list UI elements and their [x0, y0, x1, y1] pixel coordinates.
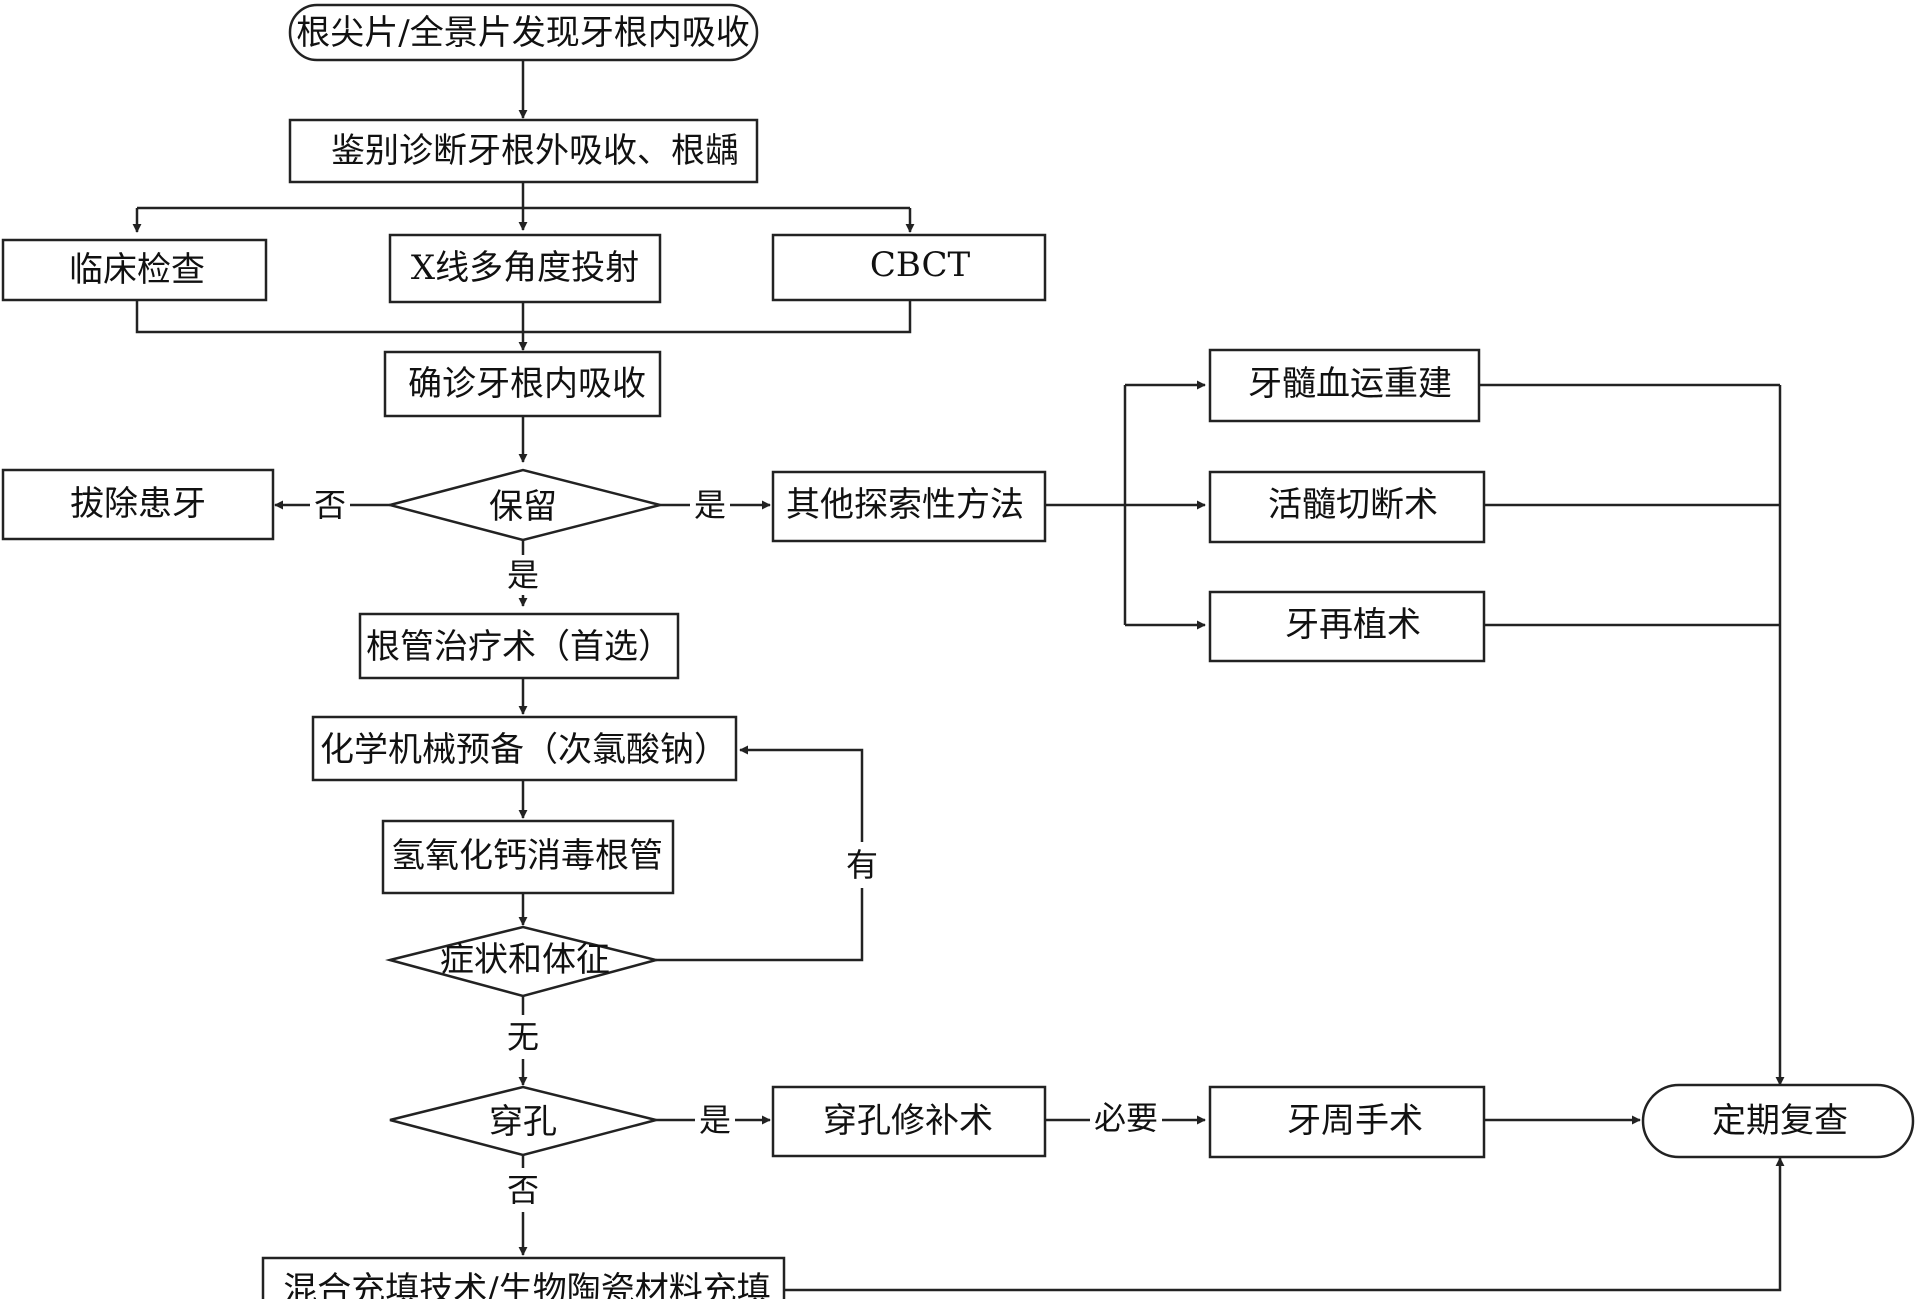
node-symptoms-decision: 症状和体征: [385, 925, 661, 998]
node-confirm-label: 确诊牙根内吸收: [408, 364, 646, 404]
edge-label-necessary: 必要: [1094, 1099, 1158, 1137]
node-xray-label: X线多角度投射: [411, 248, 639, 288]
node-perio-surgery-label: 牙周手术: [1287, 1101, 1423, 1141]
node-retain-label: 保留: [489, 487, 557, 527]
node-chemomech-label: 化学机械预备（次氯酸钠）: [320, 730, 728, 770]
node-replantation: 牙再植术: [1208, 590, 1486, 663]
node-cbct: CBCT: [771, 233, 1047, 302]
node-fill-label: 混合充填技术/生物陶瓷材料充填: [283, 1270, 770, 1299]
node-confirm: 确诊牙根内吸收: [383, 350, 662, 418]
node-perforation-repair: 穿孔修补术: [771, 1085, 1047, 1158]
edge-label-symptoms-no: 无: [507, 1018, 539, 1056]
node-differential-label: 鉴别诊断牙根外吸收、根龋: [331, 131, 739, 171]
node-pulpotomy: 活髓切断术: [1208, 470, 1486, 544]
node-xray: X线多角度投射: [388, 233, 662, 304]
node-perforation-label: 穿孔: [489, 1102, 557, 1142]
edge-label-retain-yes-right: 是: [694, 486, 726, 524]
node-clinical: 临床检查: [1, 238, 268, 302]
node-clinical-label: 临床检查: [69, 250, 205, 290]
node-cbct-label: CBCT: [870, 245, 971, 285]
node-extract-label: 拔除患牙: [70, 484, 206, 524]
node-pulpotomy-label: 活髓切断术: [1268, 485, 1438, 525]
node-other-methods-label: 其他探索性方法: [786, 485, 1024, 525]
edge-labels: 否 是 是 有 无 是 否 必要: [310, 485, 1162, 1212]
node-start: 根尖片/全景片发现牙根内吸收: [288, 3, 759, 62]
node-symptoms-label: 症状和体征: [440, 940, 610, 980]
edge-label-perforation-yes: 是: [699, 1101, 731, 1139]
node-followup-label: 定期复查: [1712, 1101, 1848, 1141]
edge-label-perforation-no: 否: [507, 1171, 539, 1209]
node-fill: 混合充填技术/生物陶瓷材料充填: [261, 1256, 786, 1299]
node-revascularization: 牙髓血运重建: [1208, 348, 1481, 423]
node-rct: 根管治疗术（首选）: [358, 612, 680, 680]
edge-label-symptoms-yes: 有: [846, 846, 878, 884]
node-start-label: 根尖片/全景片发现牙根内吸收: [296, 13, 749, 53]
node-caoh: 氢氧化钙消毒根管: [381, 819, 675, 895]
node-differential: 鉴别诊断牙根外吸收、根龋: [288, 118, 759, 184]
nodes: 根尖片/全景片发现牙根内吸收 鉴别诊断牙根外吸收、根龋 临床检查 X线多角度投射…: [1, 3, 1915, 1299]
node-caoh-label: 氢氧化钙消毒根管: [391, 836, 663, 876]
node-revascularization-label: 牙髓血运重建: [1248, 364, 1452, 404]
node-other-methods: 其他探索性方法: [771, 470, 1047, 543]
node-extract: 拔除患牙: [1, 468, 275, 541]
node-rct-label: 根管治疗术（首选）: [366, 627, 672, 667]
node-perforation-decision: 穿孔: [389, 1085, 657, 1157]
node-perio-surgery: 牙周手术: [1208, 1085, 1486, 1159]
edge-label-retain-yes-down: 是: [507, 556, 539, 594]
edge-label-retain-no: 否: [314, 486, 346, 524]
node-perforation-repair-label: 穿孔修补术: [823, 1101, 993, 1141]
node-replantation-label: 牙再植术: [1285, 605, 1421, 645]
node-retain-decision: 保留: [385, 468, 661, 542]
node-chemomech: 化学机械预备（次氯酸钠）: [311, 715, 738, 782]
node-followup: 定期复查: [1641, 1083, 1915, 1159]
